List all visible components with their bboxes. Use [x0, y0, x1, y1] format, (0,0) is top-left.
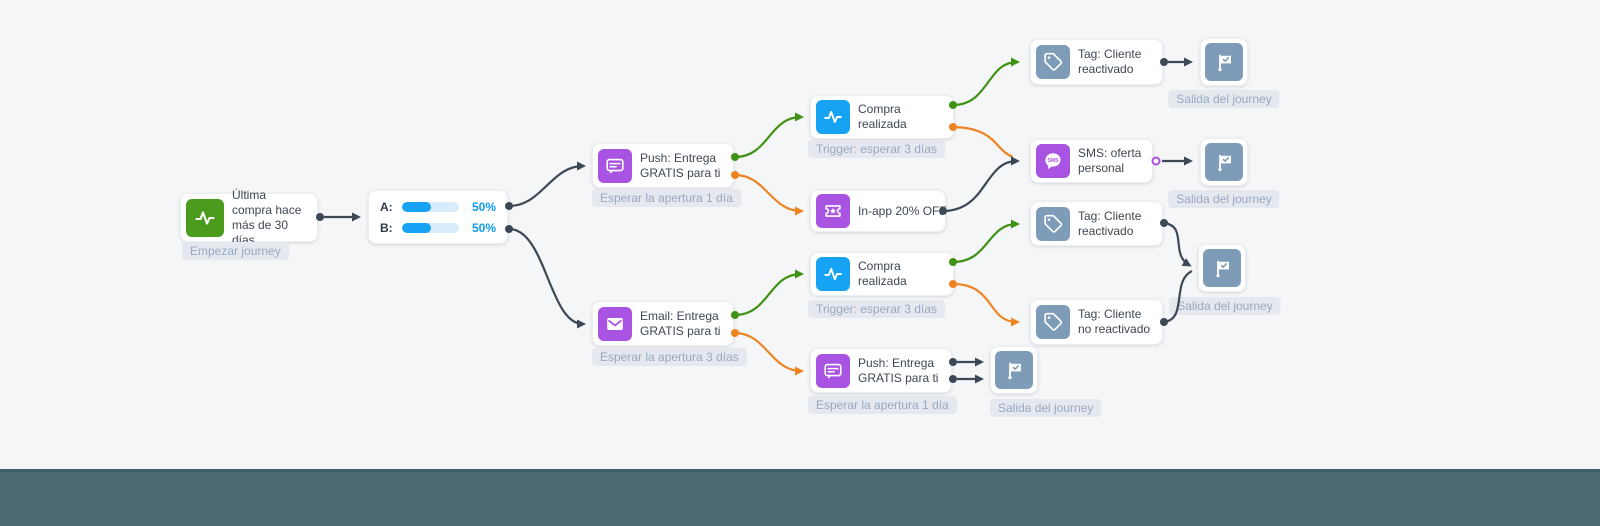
email-envelope-icon	[598, 306, 632, 341]
split-row-b: B: 50%	[380, 221, 496, 235]
exit-flag-icon	[1203, 249, 1241, 287]
node-title: Push: Entrega GRATIS para ti	[858, 355, 939, 385]
edge-split-a-to-push	[508, 161, 586, 208]
port-purchase-no[interactable]	[949, 123, 957, 131]
split-bar-b	[402, 223, 459, 233]
badge-exit-bottom: Salida del journey	[990, 399, 1102, 417]
port-tag-mid-out[interactable]	[1160, 219, 1168, 227]
node-title: SMS: oferta personal	[1078, 146, 1142, 175]
port-push-not-opened[interactable]	[731, 171, 739, 179]
node-exit-top[interactable]	[1200, 38, 1248, 86]
node-title: Compra realizada	[858, 102, 907, 131]
edge-tag-mid-to-exit	[1163, 221, 1192, 267]
edge-email-open-to-purchase	[734, 269, 804, 317]
node-email[interactable]: Email: Entrega GRATIS para ti	[592, 301, 734, 346]
port-tag-top-out[interactable]	[1160, 58, 1168, 66]
port-split-b[interactable]	[505, 225, 513, 233]
split-pct-a: 50%	[471, 200, 496, 214]
node-title: Tag: Cliente no reactivado	[1078, 307, 1151, 336]
tag-icon	[1036, 45, 1070, 79]
push-message-icon	[598, 148, 632, 183]
node-title: Email: Entrega GRATIS para ti	[640, 308, 721, 338]
port-tag-no-out[interactable]	[1160, 318, 1168, 326]
node-purchase-top[interactable]: Compra realizada	[810, 95, 954, 139]
node-ab-split[interactable]: A: 50% B: 50%	[368, 190, 508, 244]
exit-flag-icon	[995, 351, 1033, 389]
split-label-a: A:	[380, 200, 393, 214]
edge-split-b-to-email	[508, 227, 586, 329]
port-push-opened[interactable]	[731, 153, 739, 161]
split-bar-a	[402, 202, 459, 212]
badge-exit-sms: Salida del journey	[1168, 190, 1280, 208]
node-tag-not-reactivated[interactable]: Tag: Cliente no reactivado	[1030, 299, 1163, 345]
badge-push-bottom: Esperar la apertura 1 día	[808, 396, 957, 414]
node-tag-reactivated[interactable]: Tag: Cliente reactivado	[1030, 201, 1163, 246]
activity-icon	[816, 257, 850, 291]
svg-text:SMS: SMS	[1047, 158, 1059, 164]
node-title: In-app 20% OFF	[858, 203, 947, 218]
port-inapp-out[interactable]	[939, 207, 947, 215]
tag-icon	[1036, 305, 1070, 339]
port-purchase2-yes[interactable]	[949, 258, 957, 266]
push-message-icon	[816, 353, 850, 388]
node-title: Compra realizada	[858, 259, 907, 288]
badge-email: Esperar la apertura 3 días	[592, 348, 747, 366]
badge-push-top: Esperar la apertura 1 día	[592, 189, 741, 207]
split-label-b: B:	[380, 221, 393, 235]
port-push2-out2[interactable]	[949, 375, 957, 383]
node-exit-merge[interactable]	[1198, 244, 1246, 292]
tag-icon	[1036, 206, 1070, 241]
edge-purchase2-no-to-tag	[952, 282, 1020, 327]
port-sms-out[interactable]	[1151, 156, 1161, 166]
node-inapp[interactable]: In-app 20% OFF	[810, 190, 947, 232]
port-purchase2-no[interactable]	[949, 280, 957, 288]
node-title: Push: Entrega GRATIS para ti	[640, 150, 721, 180]
node-tag-top[interactable]: Tag: Cliente reactivado	[1030, 39, 1163, 85]
edge-purchase2-yes-to-tag	[952, 219, 1020, 264]
ticket-star-icon	[816, 194, 850, 228]
port-push2-out1[interactable]	[949, 358, 957, 366]
port-purchase-yes[interactable]	[949, 101, 957, 109]
edge-push-open-to-purchase	[734, 112, 804, 159]
edge-purchase-no-to-sms	[952, 125, 1014, 159]
node-title: Última compra hace más de 30 días	[232, 187, 302, 247]
node-start-trigger[interactable]: Última compra hace más de 30 días	[180, 188, 318, 247]
edge-inapp-to-sms	[942, 156, 1020, 213]
exit-flag-icon	[1205, 43, 1243, 81]
port-email-opened[interactable]	[731, 311, 739, 319]
badge-exit-top: Salida del journey	[1168, 90, 1280, 108]
node-title: Tag: Cliente reactivado	[1078, 47, 1142, 76]
edge-push-noopen-to-inapp	[734, 173, 804, 216]
sms-bubble-icon: SMS	[1036, 144, 1070, 178]
exit-flag-icon	[1205, 143, 1243, 181]
node-push-bottom[interactable]: Push: Entrega GRATIS para ti	[810, 348, 952, 393]
node-push-top[interactable]: Push: Entrega GRATIS para ti	[592, 143, 734, 188]
node-sms[interactable]: SMS SMS: oferta personal	[1030, 139, 1153, 183]
split-pct-b: 50%	[471, 221, 496, 235]
activity-icon	[186, 198, 224, 237]
node-title: Tag: Cliente reactivado	[1078, 208, 1142, 238]
split-row-a: A: 50%	[380, 200, 496, 214]
node-exit-sms[interactable]	[1200, 138, 1248, 186]
port-start-out[interactable]	[316, 213, 324, 221]
bottom-panel	[0, 469, 1600, 526]
edge-purchase-yes-to-tag	[952, 57, 1020, 107]
badge-purchase-bottom: Trigger: esperar 3 días	[808, 300, 945, 318]
badge-purchase-top: Trigger: esperar 3 días	[808, 140, 945, 158]
port-email-not-opened[interactable]	[731, 329, 739, 337]
node-purchase-bottom[interactable]: Compra realizada	[810, 252, 954, 296]
node-exit-bottom[interactable]	[990, 346, 1038, 394]
activity-icon	[816, 100, 850, 134]
badge-exit-merge: Salida del journey	[1169, 297, 1281, 315]
port-split-a[interactable]	[505, 202, 513, 210]
badge-start: Empezar journey	[182, 242, 289, 260]
